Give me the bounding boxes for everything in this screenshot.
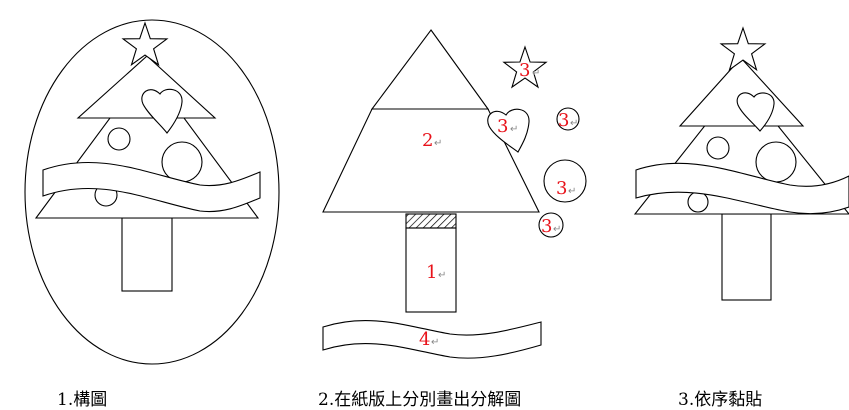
panel-composition — [24, 19, 280, 365]
heart-assembled-icon — [736, 92, 775, 132]
caption-step2: 2.在紙版上分別畫出分解圖 — [318, 390, 522, 410]
label-heart: 3 — [497, 116, 508, 137]
caption-step1: 1.構圖 — [57, 390, 108, 410]
return-mark: ↵ — [570, 118, 578, 129]
star-piece-icon — [502, 45, 548, 89]
circle-large-assembled — [755, 141, 797, 183]
label-lower-tree: 2 — [422, 130, 433, 151]
label-trunk: 1 — [426, 262, 437, 283]
ribbon — [42, 162, 261, 213]
circle-large — [161, 141, 203, 183]
trunk-piece — [405, 227, 457, 313]
circle-bottom-piece — [538, 212, 564, 238]
heart-piece-icon — [487, 108, 530, 153]
upper-tree-assembled — [678, 57, 805, 127]
return-mark: ↵ — [438, 270, 446, 281]
circle-large-piece — [543, 159, 587, 203]
lower-tree-trapezoid — [322, 108, 540, 213]
trunk-assembled — [721, 213, 772, 301]
glue-tab — [405, 213, 457, 229]
label-ribbon: 4 — [419, 329, 430, 350]
label-circle-small: 3 — [558, 110, 569, 131]
star-assembled-icon — [719, 26, 767, 72]
ribbon-assembled — [635, 162, 849, 215]
panel-assembled — [633, 26, 849, 301]
panel-pieces: 2 ↵ 1 ↵ 3 ↵ 3 ↵ 3 ↵ 3 ↵ 3 ↵ 4 ↵ — [322, 29, 587, 359]
return-mark: ↵ — [510, 124, 518, 135]
top-tree-triangle — [370, 29, 490, 110]
trunk — [121, 217, 173, 292]
label-circle-large: 3 — [556, 178, 567, 199]
caption-step3: 3.依序黏貼 — [678, 390, 763, 410]
label-star: 3 — [519, 60, 530, 81]
return-mark: ↵ — [431, 337, 439, 348]
circle-bottom-assembled — [687, 191, 709, 213]
label-circle-bottom: 3 — [541, 216, 552, 237]
star-icon — [121, 21, 169, 67]
return-mark: ↵ — [553, 224, 561, 235]
return-mark: ↵ — [568, 186, 576, 197]
heart-icon — [141, 88, 183, 134]
return-mark: ↵ — [434, 138, 442, 149]
return-mark: ↵ — [532, 68, 540, 79]
circle-small — [107, 127, 131, 151]
circle-small-piece — [556, 107, 580, 131]
circle-small-assembled — [706, 136, 730, 160]
ribbon-piece — [322, 320, 542, 359]
